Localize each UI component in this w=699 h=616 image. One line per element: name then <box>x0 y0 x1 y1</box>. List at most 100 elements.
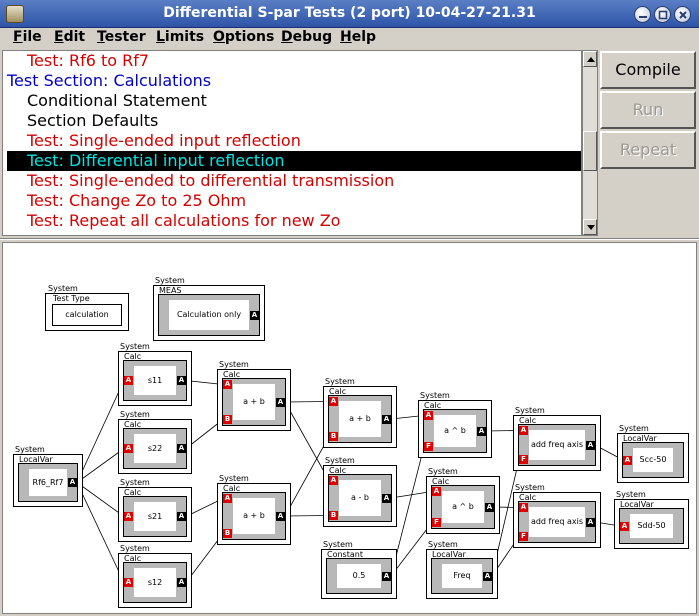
local-var-scc-port-a[interactable]: A <box>623 455 632 465</box>
calc-add-3-port-out[interactable]: A <box>382 414 391 424</box>
test-list-item[interactable]: Conditional Statement <box>27 91 207 110</box>
menu-edit[interactable]: Edit <box>54 29 86 45</box>
calc-pow-1-port-f[interactable]: F <box>424 442 433 451</box>
calc-add-1-port-b[interactable]: B <box>223 415 232 424</box>
calc-pow-2-tag: System <box>428 467 458 476</box>
source-port-out[interactable]: A <box>68 478 77 487</box>
menu-tester[interactable]: Tester <box>97 29 146 45</box>
minimize-button[interactable] <box>634 6 651 23</box>
calc-freq-axis-1-port-a[interactable]: A <box>519 426 528 435</box>
menu-file[interactable]: File <box>13 29 42 45</box>
calc-sub-1-port-a[interactable]: A <box>329 476 338 485</box>
menu-debug[interactable]: Debug <box>281 29 333 45</box>
calc-pow-1-port-out[interactable]: A <box>477 426 486 436</box>
test-list-scrollbar[interactable] <box>582 50 598 236</box>
menu-bar: File Edit Tester Limits Options Debug He… <box>0 28 699 48</box>
calc-s22-title: Calc <box>124 420 142 429</box>
app-icon[interactable] <box>6 5 24 23</box>
calc-freq-axis-2-port-out[interactable]: A <box>586 517 595 527</box>
close-button[interactable] <box>674 6 691 23</box>
source-tag: System <box>15 445 45 454</box>
meas-title: MEAS <box>159 286 182 295</box>
local-var-scc-value: Scc-50 <box>633 448 673 472</box>
calc-add-3-value: a + b <box>339 401 381 437</box>
calc-pow-1-title: Calc <box>424 401 442 410</box>
window-title: Differential S-par Tests (2 port) 10-04-… <box>163 5 536 21</box>
test-list-item[interactable]: Test: Single-ended input reflection <box>27 131 301 150</box>
meas-port-out[interactable]: A <box>250 310 259 320</box>
test-list-item[interactable]: Test: Change Zo to 25 Ohm <box>27 191 247 210</box>
test-type-title: Test Type <box>53 294 90 303</box>
calc-sub-1-port-b[interactable]: B <box>329 511 338 520</box>
calc-s11-port-out[interactable]: A <box>177 376 186 385</box>
calc-s21-port-a[interactable]: A <box>124 512 133 521</box>
calc-add-2-port-b[interactable]: B <box>223 529 232 538</box>
test-list-item[interactable]: Test: Single-ended to differential trans… <box>27 171 395 190</box>
test-list-item[interactable]: Test Section: Calculations <box>7 71 212 90</box>
source-title: LocalVar <box>19 455 53 464</box>
calc-s11-value: s11 <box>134 366 176 395</box>
calc-s21-port-out[interactable]: A <box>177 512 186 521</box>
calc-add-1-value: a + b <box>233 384 275 420</box>
scroll-down-button[interactable] <box>583 219 597 235</box>
wire-2 <box>76 482 125 517</box>
calc-freq-axis-2-tag: System <box>515 483 545 492</box>
calc-freq-axis-1-port-f[interactable]: F <box>519 455 528 464</box>
constant-title: Constant <box>327 550 363 559</box>
run-button[interactable]: Run <box>600 91 696 129</box>
compile-button[interactable]: Compile <box>600 51 696 89</box>
local-var-freq-port-out[interactable]: A <box>483 571 492 581</box>
calc-freq-axis-2-port-f[interactable]: F <box>519 532 528 541</box>
calc-pow-2-port-a[interactable]: A <box>432 487 441 496</box>
menu-options[interactable]: Options <box>213 29 275 45</box>
local-var-freq-value: Freq <box>442 564 482 588</box>
scroll-up-button[interactable] <box>583 51 597 67</box>
calc-s22-tag: System <box>120 410 150 419</box>
calc-add-2-port-out[interactable]: A <box>276 511 285 521</box>
wire-3 <box>76 482 125 583</box>
test-list-item[interactable]: Section Defaults <box>27 111 159 130</box>
calc-add-3-port-b[interactable]: B <box>329 432 338 441</box>
calc-add-3-tag: System <box>325 377 355 386</box>
calc-s11-port-a[interactable]: A <box>124 376 133 385</box>
calc-sub-1-port-out[interactable]: A <box>382 493 391 503</box>
calc-pow-1-port-a[interactable]: A <box>424 411 433 420</box>
menu-help[interactable]: Help <box>340 29 377 45</box>
calc-freq-axis-2-port-a[interactable]: A <box>519 503 528 512</box>
calc-s11-tag: System <box>120 342 150 351</box>
repeat-button[interactable]: Repeat <box>600 131 696 169</box>
calc-add-1-port-a[interactable]: A <box>223 380 232 389</box>
calc-sub-1-tag: System <box>325 456 355 465</box>
test-list-item[interactable]: Test: Rf6 to Rf7 <box>27 51 150 70</box>
pane-divider[interactable] <box>0 238 699 240</box>
test-list-item[interactable]: Test: Repeat all calculations for new Zo <box>27 211 341 230</box>
constant-port-out[interactable]: A <box>382 571 391 581</box>
scroll-thumb[interactable] <box>583 131 597 171</box>
calc-s12-port-out[interactable]: A <box>177 578 186 587</box>
calc-pow-2-port-f[interactable]: F <box>432 518 441 527</box>
calc-freq-axis-1-port-out[interactable]: A <box>586 440 595 450</box>
wire-15 <box>390 522 433 577</box>
calc-pow-2-title: Calc <box>432 477 450 486</box>
calc-pow-2-port-out[interactable]: A <box>485 502 494 512</box>
wire-11 <box>284 515 330 517</box>
local-var-scc-tag: System <box>619 424 649 433</box>
calc-add-3-port-a[interactable]: A <box>329 397 338 406</box>
test-list-item-selected[interactable]: Test: Differential input reflection <box>7 151 581 171</box>
wire-5 <box>185 419 224 449</box>
calc-s12-port-a[interactable]: A <box>124 578 133 587</box>
test-type-value[interactable]: calculation <box>52 304 122 326</box>
local-var-sdd-port-a[interactable]: A <box>620 521 629 531</box>
local-var-freq-title: LocalVar <box>432 550 466 559</box>
source-value: Rf6_Rf7 <box>29 469 67 496</box>
calc-add-2-port-a[interactable]: A <box>223 494 232 503</box>
menu-limits[interactable]: Limits <box>156 29 205 45</box>
calc-add-1-port-out[interactable]: A <box>276 397 285 407</box>
meas-value: Calculation only <box>169 300 249 330</box>
calc-s22-port-a[interactable]: A <box>124 444 133 453</box>
maximize-button[interactable] <box>654 6 671 23</box>
calc-s22-port-out[interactable]: A <box>177 444 186 453</box>
calc-add-2-value: a + b <box>233 498 275 534</box>
